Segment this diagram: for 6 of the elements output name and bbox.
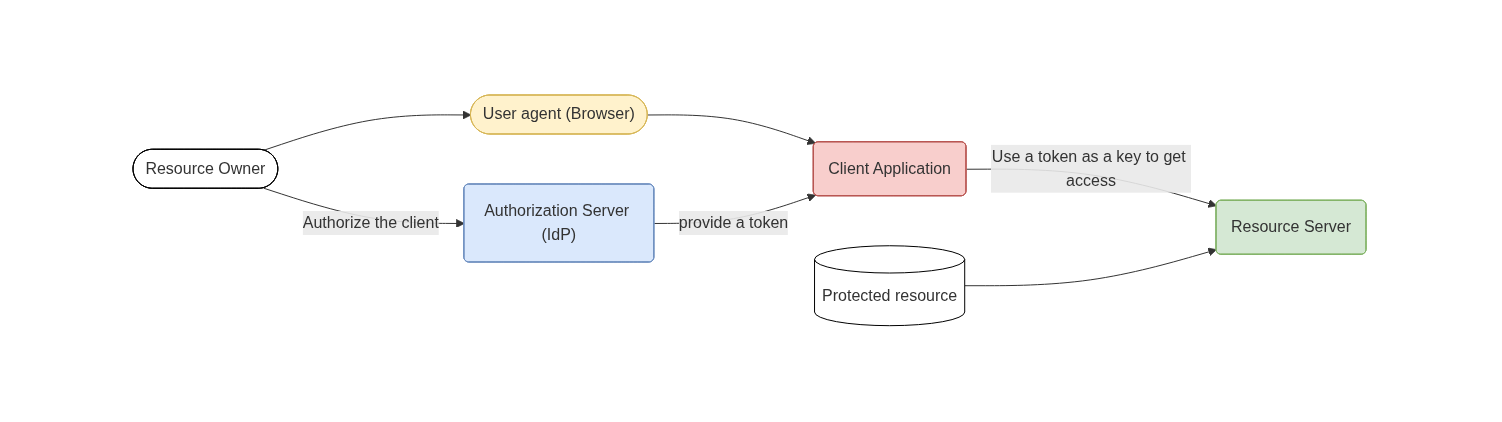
arrow <box>647 114 817 145</box>
arrow <box>263 110 472 151</box>
arrow <box>964 247 1218 286</box>
edge-label: Use a token as a key to get access <box>992 147 1187 189</box>
edge-label: provide a token <box>679 213 789 231</box>
edge-label: Authorize the client <box>303 213 440 231</box>
